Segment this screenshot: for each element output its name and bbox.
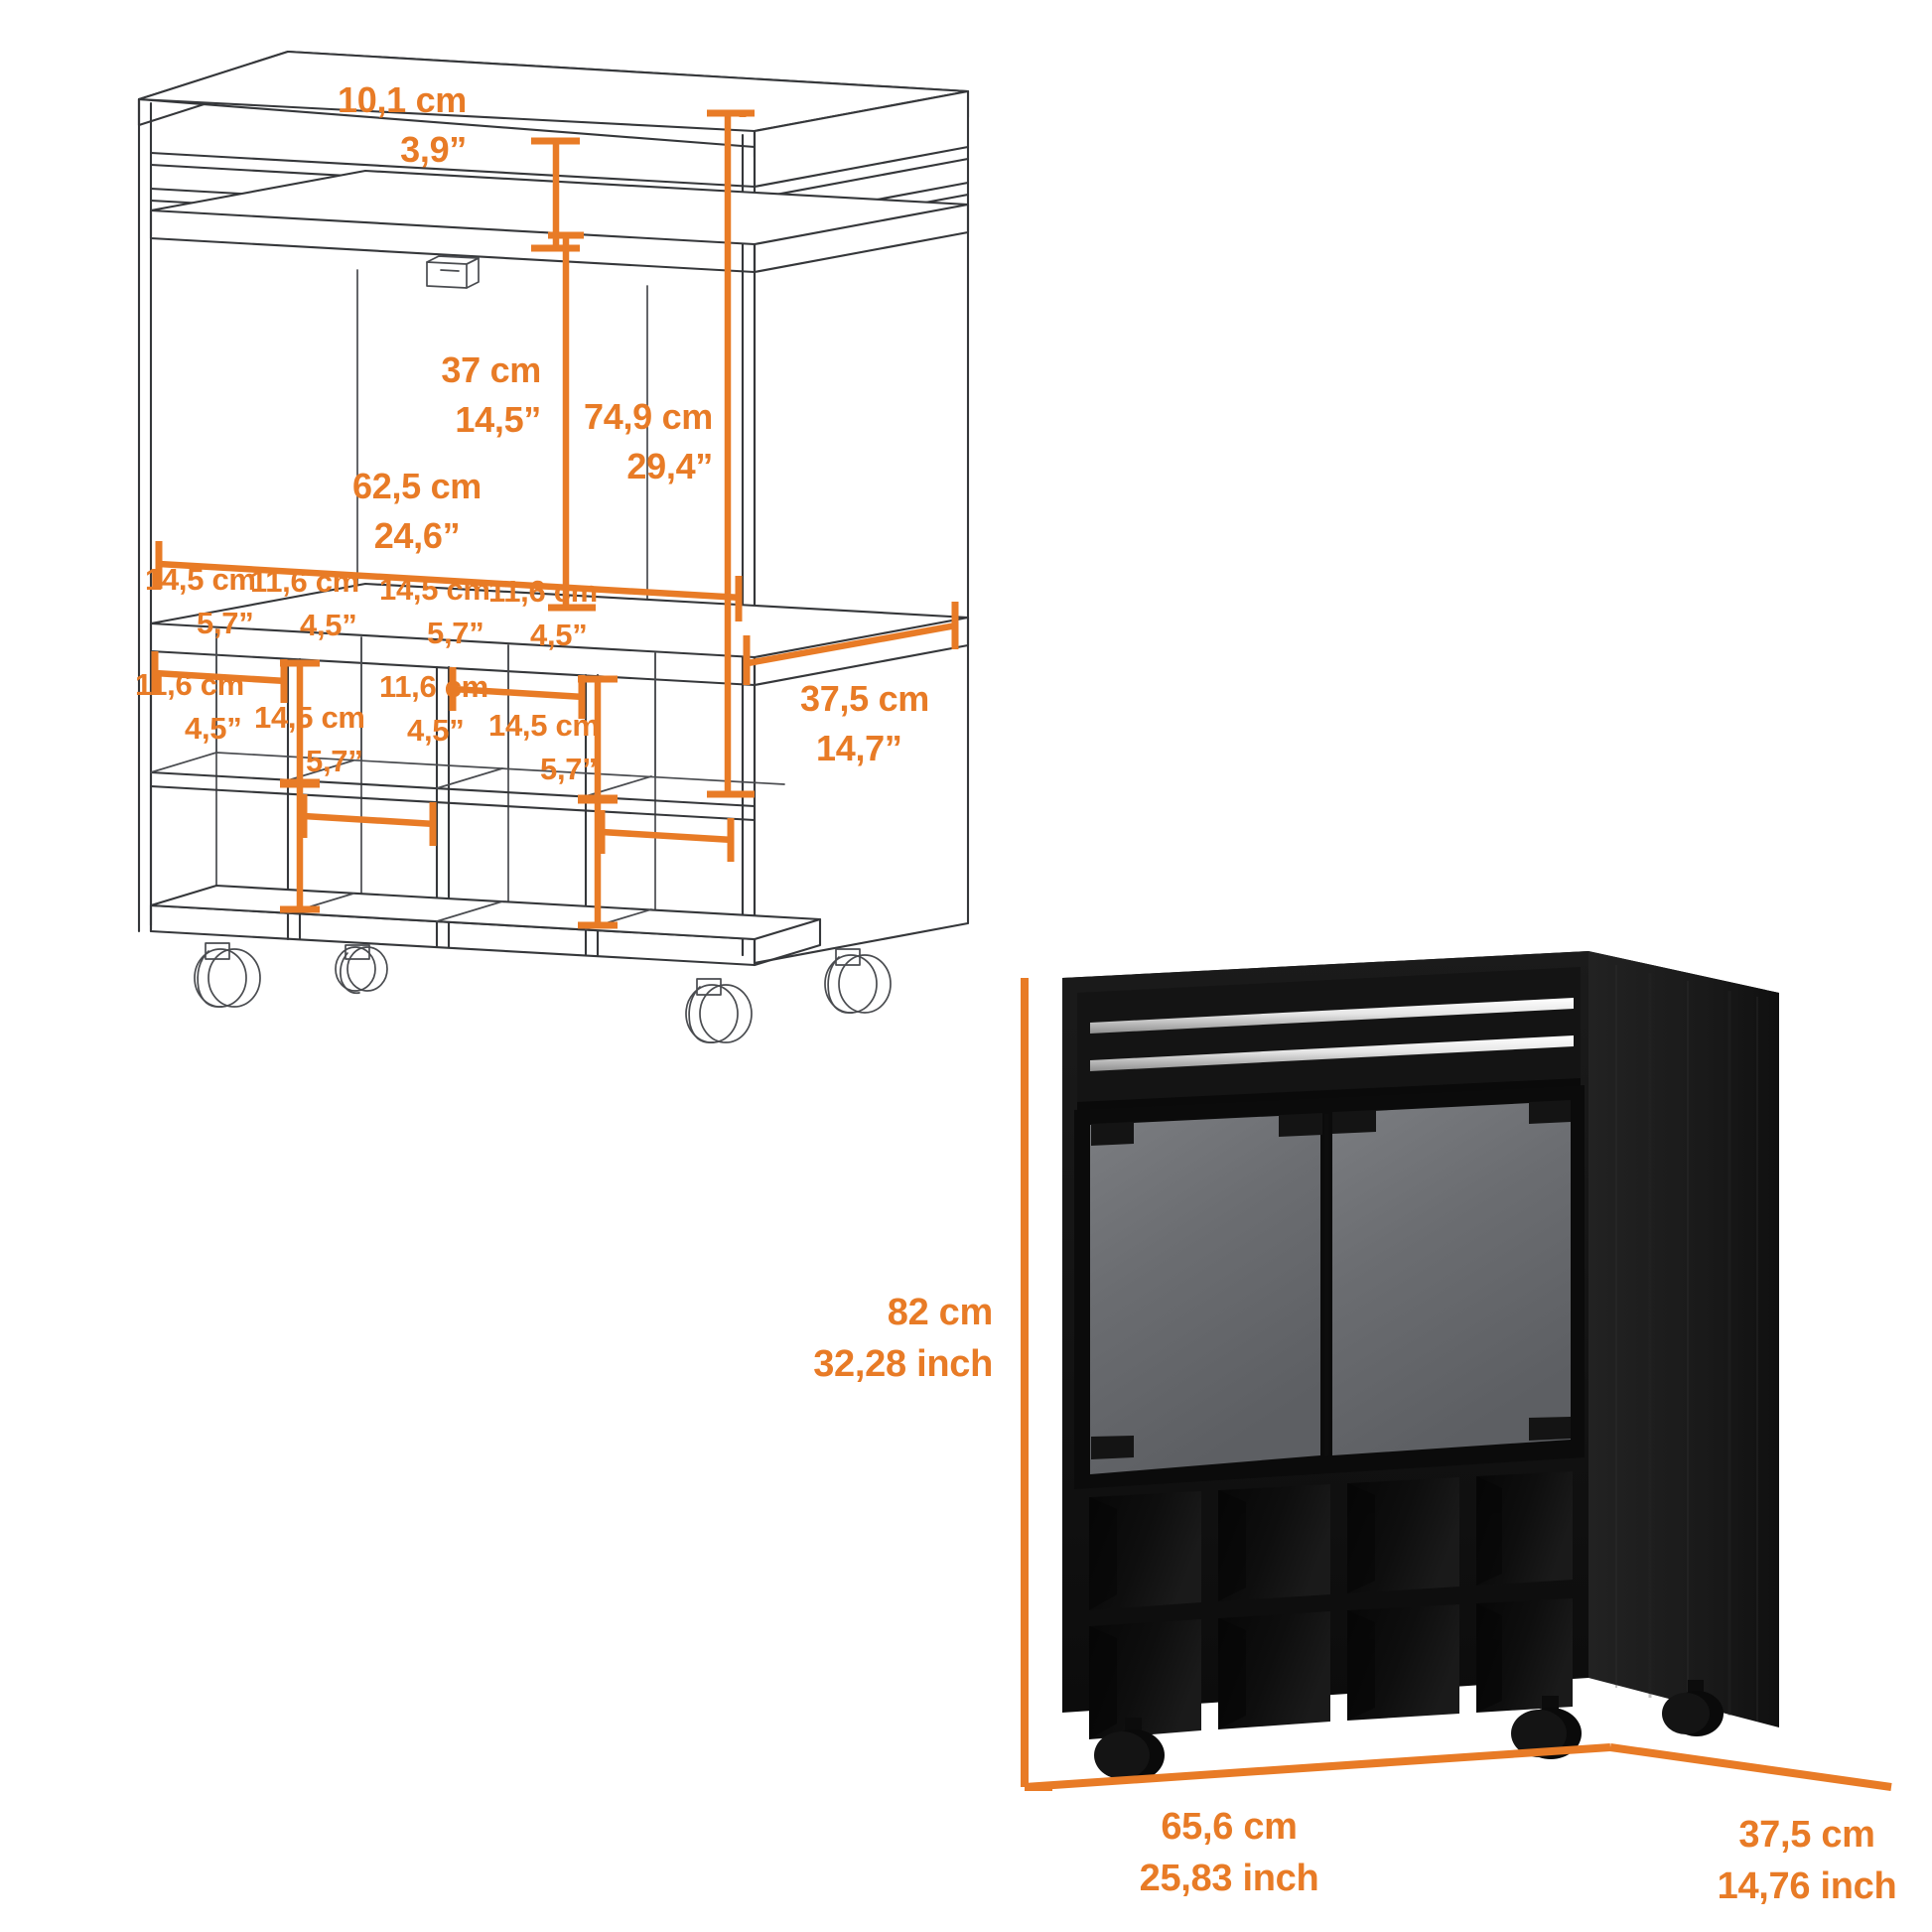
wireframe-cabinet [137, 50, 970, 1044]
dim-body-depth [743, 602, 959, 685]
dim-overall-depth [1609, 1743, 1892, 1791]
door-center-seam [1324, 1114, 1328, 1456]
dim-label-74-9-cm: 74,9 cm [584, 396, 713, 437]
wood-grain-texture [1615, 965, 1758, 1722]
cubby-label-l2-cm: 14,5 cm [254, 700, 365, 735]
cubby-label-u1-cm: 14,5 cm [145, 562, 256, 597]
render-label-82-cm: 82 cm [888, 1292, 993, 1333]
dim-label-29-4-inch: 29,4” [626, 446, 713, 486]
glass-door-left[interactable] [1090, 1114, 1320, 1474]
render-label-14-76-inch: 14,76 inch [1718, 1865, 1897, 1907]
cubby-label-l1-inch: 4,5” [185, 711, 241, 746]
dim-label-24-6-inch: 24,6” [374, 515, 461, 556]
casters [194, 942, 892, 1044]
cubby-label-u2-cm: 11,6 cm [250, 564, 359, 599]
hinge-detail-icon [426, 255, 480, 289]
cubby-r1c2 [1218, 1484, 1330, 1601]
dim-interior-width [155, 541, 743, 621]
caster-front-left [194, 942, 261, 1009]
dim-cubby-l4 [598, 810, 735, 862]
dim-label-10-1-cm: 10,1 cm [338, 79, 467, 120]
dim-label-62-5-cm: 62,5 cm [352, 466, 482, 506]
glass-doors [1074, 1085, 1585, 1489]
dim-overall-height [1021, 978, 1052, 1791]
caster-front-right [685, 978, 753, 1044]
dim-body-height [707, 109, 755, 798]
render-label-25-83-inch: 25,83 inch [1140, 1858, 1319, 1899]
dim-cubby-l3 [578, 796, 618, 929]
cubby-label-l1-cm: 11,6 cm [135, 667, 244, 702]
cubby-label-u4-cm: 11,6 cm [488, 574, 598, 609]
render-label-32-28-inch: 32,28 inch [813, 1343, 993, 1385]
dim-label-3-9-inch: 3,9” [400, 129, 467, 170]
chrome-rail-1 [1090, 998, 1574, 1034]
dim-label-14-5-inch: 14,5” [455, 399, 541, 440]
cubby-label-l2-inch: 5,7” [306, 744, 362, 778]
cubby-label-u1-inch: 5,7” [197, 606, 253, 640]
cubby-r1c1 [1089, 1491, 1201, 1610]
cubby-label-u4-inch: 4,5” [530, 618, 587, 652]
dim-label-14-7-inch: 14,7” [816, 728, 902, 768]
dim-overall-width [1024, 1743, 1611, 1791]
chrome-rail-2 [1090, 1035, 1574, 1071]
casters-render [1094, 1680, 1724, 1781]
cubby-label-l4-inch: 5,7” [540, 752, 597, 786]
caster-back-left [335, 944, 388, 995]
door-hinges [1091, 1100, 1571, 1459]
caster-render-front-left [1094, 1718, 1165, 1781]
cubby-label-u2-inch: 4,5” [300, 608, 356, 642]
cubby-label-u3-inch: 5,7” [427, 616, 483, 650]
cubby-label-u3-cm: 14,5 cm [379, 572, 490, 607]
caster-render-front-right [1511, 1696, 1582, 1759]
dim-label-37-5-cm: 37,5 cm [800, 678, 929, 719]
cubby-grid-render [1089, 1471, 1573, 1739]
cubby-r2c1 [1089, 1619, 1201, 1739]
stemware-rail-zone [1077, 967, 1581, 1110]
cubby-r2c2 [1218, 1611, 1330, 1729]
cubby-inner-shading [1089, 1476, 1502, 1739]
render-label-37-5-cm: 37,5 cm [1738, 1814, 1874, 1856]
cubby-label-l3-inch: 4,5” [407, 713, 464, 748]
dim-interior-height [548, 231, 596, 612]
cubby-r1c3 [1347, 1477, 1459, 1593]
caster-back-right [824, 948, 892, 1015]
cabinet-render [1062, 951, 1779, 1781]
cabinet-side-panel [1588, 951, 1779, 1727]
render-label-65-6-cm: 65,6 cm [1161, 1806, 1297, 1848]
glass-door-right[interactable] [1332, 1101, 1571, 1455]
cubby-r2c3 [1347, 1604, 1459, 1721]
cubby-label-l3-cm: 11,6 cm [379, 669, 488, 704]
dim-cubby-l1 [280, 780, 320, 913]
dim-label-37-cm: 37 cm [441, 349, 541, 390]
dim-cubby-l2 [300, 794, 437, 846]
cubby-label-l4-cm: 14,5 cm [488, 708, 600, 743]
interior-divider-lines [356, 269, 648, 628]
caster-render-back-right [1662, 1680, 1724, 1736]
